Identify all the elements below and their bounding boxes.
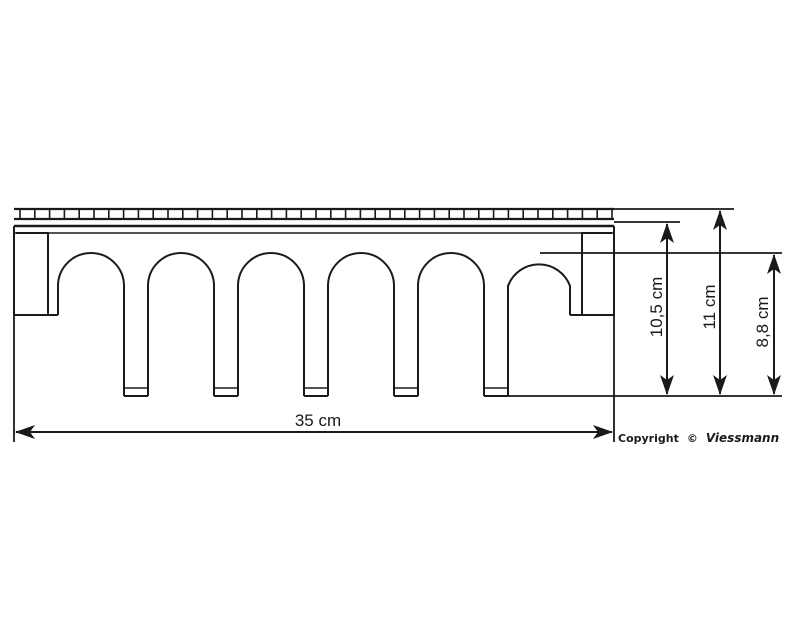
left-abutment [13, 226, 58, 316]
brand-name: Viessmann [706, 431, 779, 445]
length-label: 35 cm [295, 411, 341, 430]
total-height-label: 11 cm [700, 284, 719, 329]
copyright-prefix: Copyright [618, 432, 679, 445]
arch-height-label: 8,8 cm [753, 296, 772, 347]
copyright-symbol: © [687, 432, 698, 445]
viaduct-arches [57, 252, 571, 397]
deck-height-label: 10,5 cm [647, 277, 666, 337]
viaduct-deck [14, 224, 614, 234]
viaduct-railing [14, 207, 614, 221]
dimension-arrows [15, 210, 781, 439]
copyright-notice: Copyright © Viessmann [618, 429, 779, 446]
right-abutment [570, 226, 615, 316]
